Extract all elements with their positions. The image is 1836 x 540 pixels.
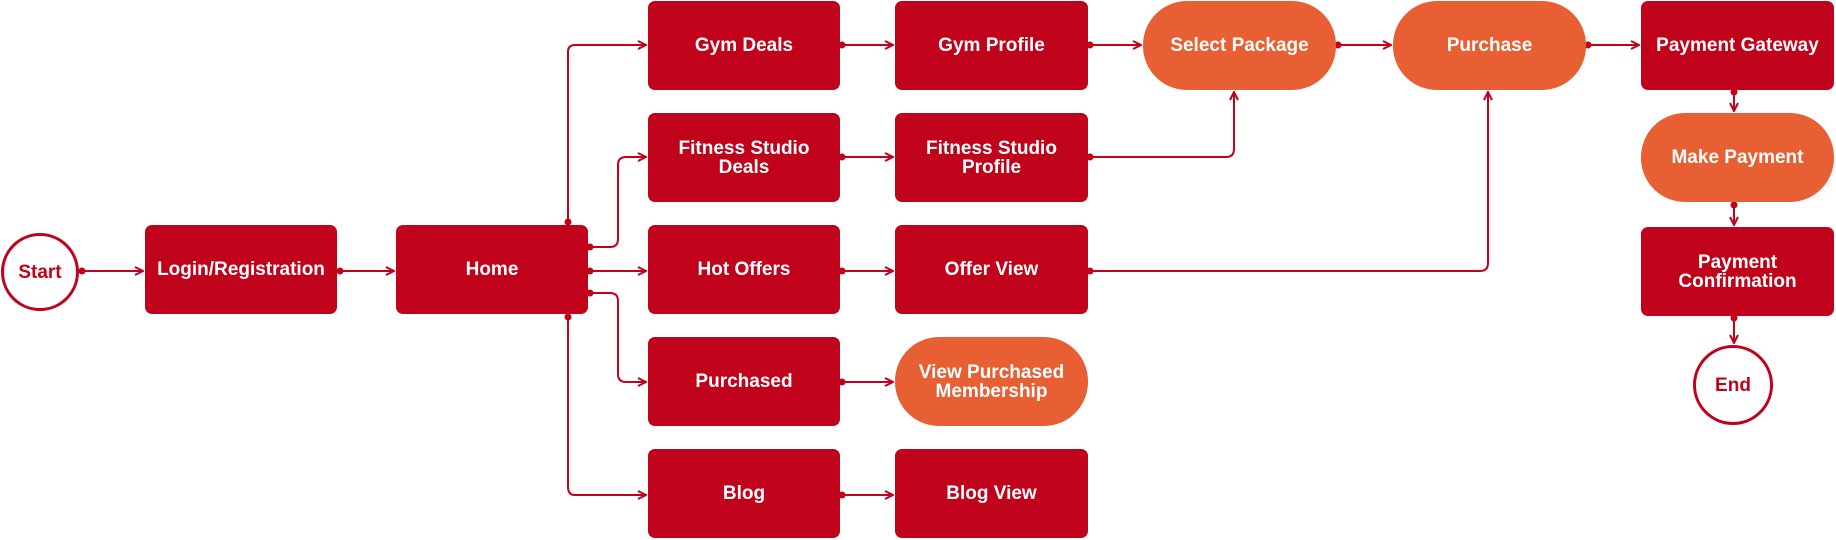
view-purchased-membership-node: View Purchased Membership [895, 337, 1088, 426]
blog-node: Blog [648, 449, 840, 538]
connector-origin-dot [838, 267, 846, 275]
fitness-studio-profile-node: Fitness Studio Profile [895, 113, 1088, 202]
connector-origin-dot [1730, 88, 1738, 96]
connector-origin-dot [586, 289, 594, 297]
make-payment-node: Make Payment [1641, 113, 1834, 202]
connector-origin-dot [838, 491, 846, 499]
connector-home-to-purchased [590, 292, 646, 382]
connector-origin-dot [564, 218, 572, 226]
gym-profile-node: Gym Profile [895, 1, 1088, 90]
payment-gateway-node: Payment Gateway [1641, 1, 1834, 90]
start-node: Start [1, 233, 79, 311]
connector-origin-dot [564, 313, 572, 321]
connector-home-to-gym-deals [567, 45, 646, 222]
payment-confirmation-node: Payment Confirmation [1641, 227, 1834, 316]
purchase-node: Purchase [1393, 1, 1586, 90]
connector-origin-dot [1584, 41, 1592, 49]
connector-home-to-fitness-studio-deals [590, 157, 646, 248]
offer-view-node: Offer View [895, 225, 1088, 314]
connector-home-to-blog [567, 317, 646, 495]
connector-origin-dot [1730, 201, 1738, 209]
blog-view-node: Blog View [895, 449, 1088, 538]
connector-origin-dot [78, 267, 86, 275]
connector-offer-view-to-purchase [1090, 92, 1488, 272]
connector-origin-dot [1334, 41, 1342, 49]
connector-origin-dot [1730, 314, 1738, 322]
connector-origin-dot [586, 243, 594, 251]
fitness-studio-deals-node: Fitness Studio Deals [648, 113, 840, 202]
connector-origin-dot [838, 153, 846, 161]
connector-origin-dot [586, 267, 594, 275]
login-registration-node: Login/Registration [145, 225, 337, 314]
connector-origin-dot [838, 378, 846, 386]
connector-origin-dot [838, 41, 846, 49]
connector-fitness-studio-profile-to-select-package [1090, 92, 1234, 158]
home-node: Home [396, 225, 588, 314]
gym-deals-node: Gym Deals [648, 1, 840, 90]
end-node: End [1693, 345, 1773, 425]
hot-offers-node: Hot Offers [648, 225, 840, 314]
select-package-node: Select Package [1143, 1, 1336, 90]
connector-origin-dot [1086, 41, 1094, 49]
connector-origin-dot [336, 267, 344, 275]
purchased-node: Purchased [648, 337, 840, 426]
connector-origin-dot [1086, 153, 1094, 161]
connector-origin-dot [1086, 267, 1094, 275]
